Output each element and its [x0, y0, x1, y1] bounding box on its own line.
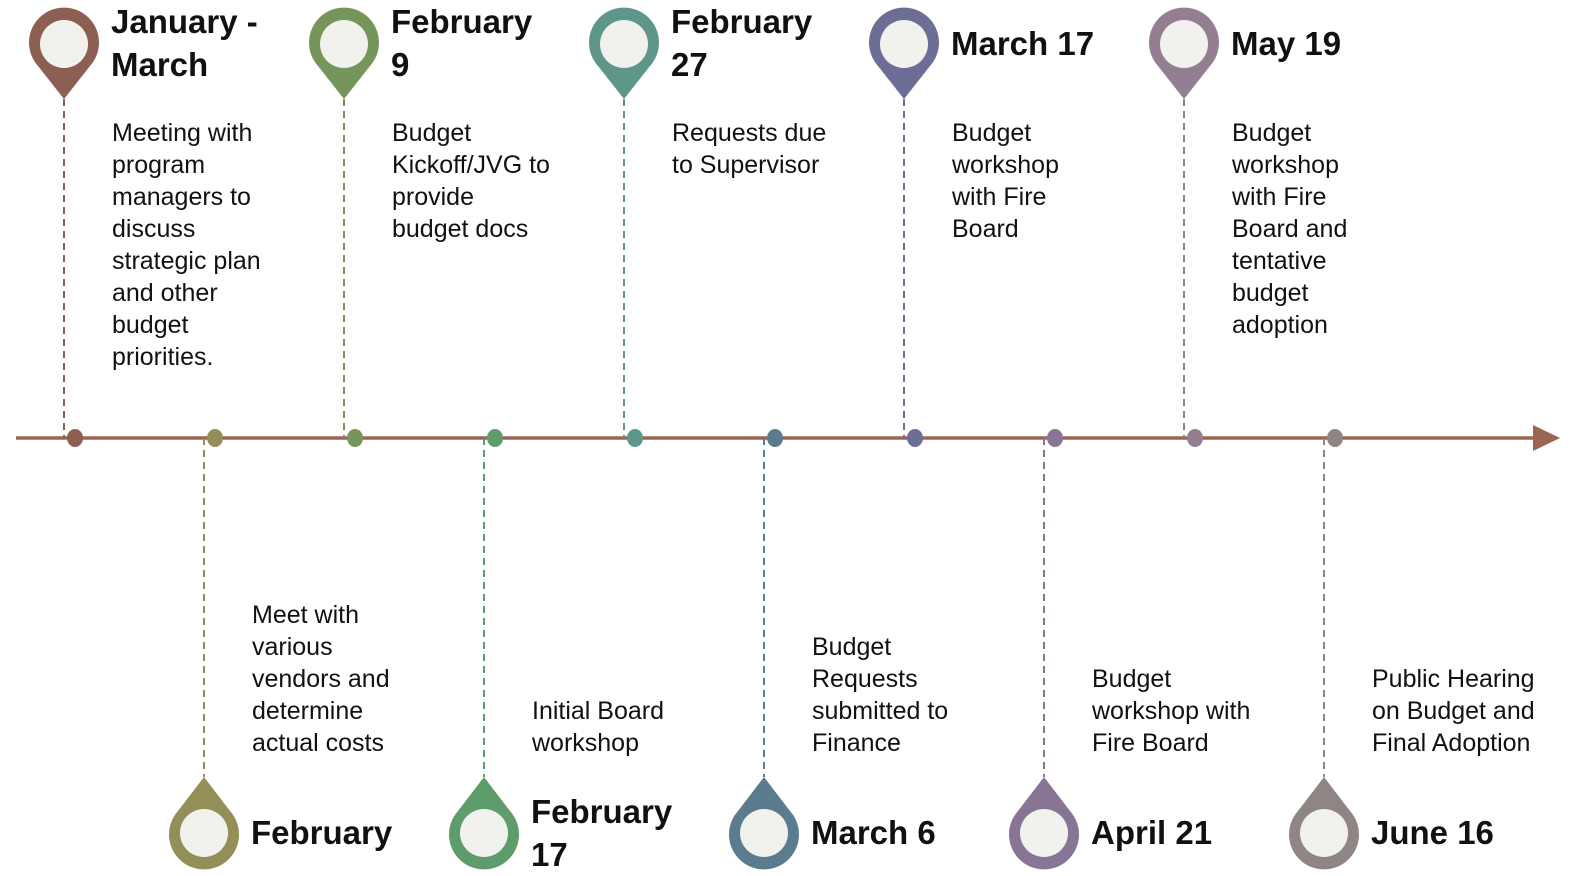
- event-marker-e10: [1289, 429, 1360, 870]
- pin-center: [40, 20, 88, 68]
- event-date: June 16: [1371, 814, 1494, 851]
- pin-center: [460, 809, 508, 857]
- pin-center: [320, 20, 368, 68]
- pin-center: [1020, 809, 1068, 857]
- event-description: Budget workshop with Fire Board: [1092, 665, 1251, 757]
- axis-dot: [347, 429, 363, 447]
- axis-dot: [487, 429, 503, 447]
- axis-dot: [207, 429, 223, 447]
- event-date: January - March: [111, 3, 258, 83]
- event-marker-e3: [308, 7, 379, 447]
- event-description: Budget Kickoff/JVG to provide budget doc…: [392, 119, 550, 243]
- pin-center: [180, 809, 228, 857]
- pin-center: [1300, 809, 1348, 857]
- event-marker-e6: [729, 429, 799, 870]
- event-date: February 9: [391, 3, 533, 83]
- event-description: Initial Board workshop: [532, 697, 665, 757]
- event-marker-e8: [1008, 429, 1079, 870]
- event-description: Requests due to Supervisor: [672, 119, 827, 179]
- event-marker-e2: [168, 429, 239, 870]
- event-description: Meeting with program managers to discuss…: [112, 119, 261, 371]
- axis-dot: [1047, 429, 1063, 447]
- event-description: Meet with various vendors and determine …: [252, 601, 390, 757]
- event-description: Budget workshop with Fire Board and tent…: [1232, 119, 1348, 339]
- pin-center: [1160, 20, 1208, 68]
- event-date: March 17: [951, 25, 1095, 62]
- pin-center: [740, 809, 788, 857]
- event-marker-e7: [869, 7, 939, 447]
- event-description: Public Hearing on Budget and Final Adopt…: [1372, 665, 1535, 757]
- event-description: Budget workshop with Fire Board: [952, 119, 1059, 243]
- axis-dot: [767, 429, 783, 447]
- event-date: February 17: [531, 793, 673, 873]
- axis-dot: [627, 429, 643, 447]
- axis-dot: [1187, 429, 1203, 447]
- pin-center: [600, 20, 648, 68]
- pin-center: [880, 20, 928, 68]
- event-marker-e5: [589, 7, 659, 447]
- event-marker-e4: [449, 429, 519, 870]
- event-marker-e1: [28, 7, 99, 447]
- event-date: April 21: [1091, 814, 1213, 851]
- event-date: February 27: [671, 3, 813, 83]
- event-marker-e9: [1149, 7, 1220, 447]
- event-date: February: [251, 814, 393, 851]
- axis-dot: [67, 429, 83, 447]
- event-date: March 6: [811, 814, 936, 851]
- event-date: May 19: [1231, 25, 1342, 62]
- event-description: Budget Requests submitted to Finance: [812, 633, 949, 757]
- timeline-arrowhead: [1533, 425, 1560, 451]
- axis-dot: [1327, 429, 1343, 447]
- axis-dot: [907, 429, 923, 447]
